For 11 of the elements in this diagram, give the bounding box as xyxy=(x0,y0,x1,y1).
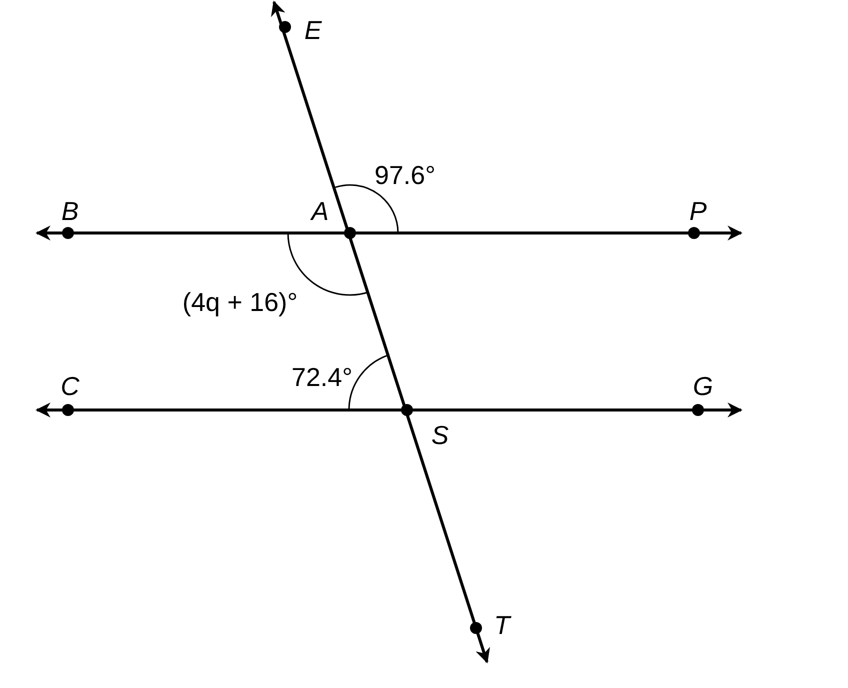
point-label: G xyxy=(692,373,714,399)
point-label: C xyxy=(60,373,80,399)
angle-label: (4q + 16)° xyxy=(182,289,298,315)
point-label: P xyxy=(689,198,707,224)
point-label: S xyxy=(431,422,449,448)
angle-label: 72.4° xyxy=(292,364,352,390)
point-label: E xyxy=(304,17,322,43)
point-label: B xyxy=(61,198,79,224)
point-label: T xyxy=(494,612,510,638)
point-label: A xyxy=(311,198,329,224)
angle-label: 97.6° xyxy=(374,162,436,188)
